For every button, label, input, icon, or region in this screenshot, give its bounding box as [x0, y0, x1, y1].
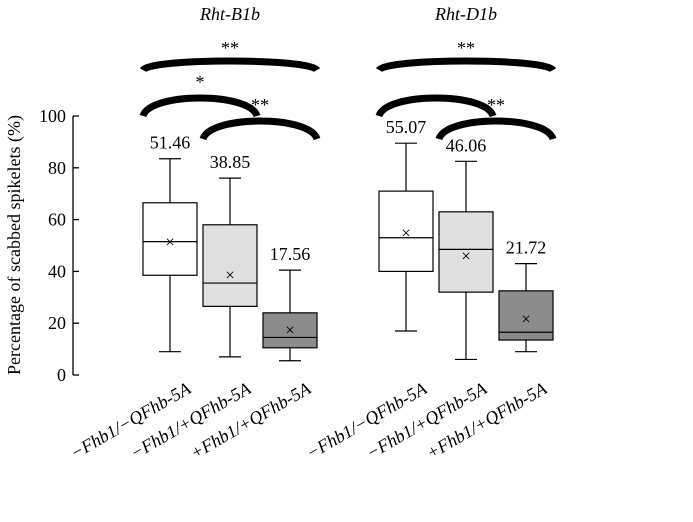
- significance-bracket: [375, 57, 557, 73]
- mean-value-label: 21.72: [506, 238, 547, 258]
- significance-label: **: [487, 95, 505, 115]
- y-axis: Percentage of scabbed spikelets (%) 0 20 4…: [4, 106, 79, 385]
- y-axis-label: Percentage of scabbed spikelets (%): [4, 115, 25, 375]
- box-groups: Rht-B1b×51.46−Fhb1/−QFhb-5A×38.85−Fhb1/+…: [67, 4, 557, 463]
- y-tick-label: 80: [48, 158, 66, 178]
- y-tick-label: 0: [57, 365, 66, 385]
- y-tick-label: 100: [39, 106, 66, 126]
- mean-marker: ×: [461, 247, 471, 266]
- significance-label: **: [251, 95, 269, 115]
- iqr-box: [438, 211, 494, 293]
- mean-marker: ×: [285, 321, 295, 340]
- significance-bracket: [375, 94, 497, 118]
- mean-marker: ×: [165, 233, 175, 252]
- mean-value-label: 46.06: [446, 135, 487, 155]
- significance-label: **: [221, 38, 239, 58]
- significance-bracket: [435, 117, 557, 141]
- y-tick-label: 40: [48, 261, 66, 281]
- y-tick-label: 20: [48, 313, 66, 333]
- significance-label: **: [457, 38, 475, 58]
- group-title: Rht-D1b: [434, 4, 497, 24]
- mean-value-label: 38.85: [210, 152, 251, 172]
- mean-value-label: 55.07: [386, 117, 427, 137]
- mean-marker: ×: [521, 310, 531, 329]
- iqr-box: [202, 224, 258, 307]
- significance-bracket: [139, 94, 261, 118]
- iqr-box: [142, 202, 198, 276]
- box-group: Rht-D1b×55.07−Fhb1/−QFhb-5A×46.06−Fhb1/+…: [303, 4, 557, 463]
- mean-marker: ×: [401, 223, 411, 242]
- y-ticks: 0 20 40 60 80 100: [39, 106, 79, 385]
- mean-value-label: 17.56: [270, 244, 311, 264]
- mean-marker: ×: [225, 265, 235, 284]
- significance-bracket: [139, 57, 321, 73]
- significance-bracket: [199, 117, 321, 141]
- y-tick-label: 60: [48, 210, 66, 230]
- iqr-box: [378, 190, 434, 273]
- significance-label: *: [196, 72, 205, 92]
- box-group: Rht-B1b×51.46−Fhb1/−QFhb-5A×38.85−Fhb1/+…: [67, 4, 321, 463]
- iqr-box: [262, 312, 318, 349]
- mean-value-label: 51.46: [150, 133, 191, 153]
- group-title: Rht-B1b: [199, 4, 260, 24]
